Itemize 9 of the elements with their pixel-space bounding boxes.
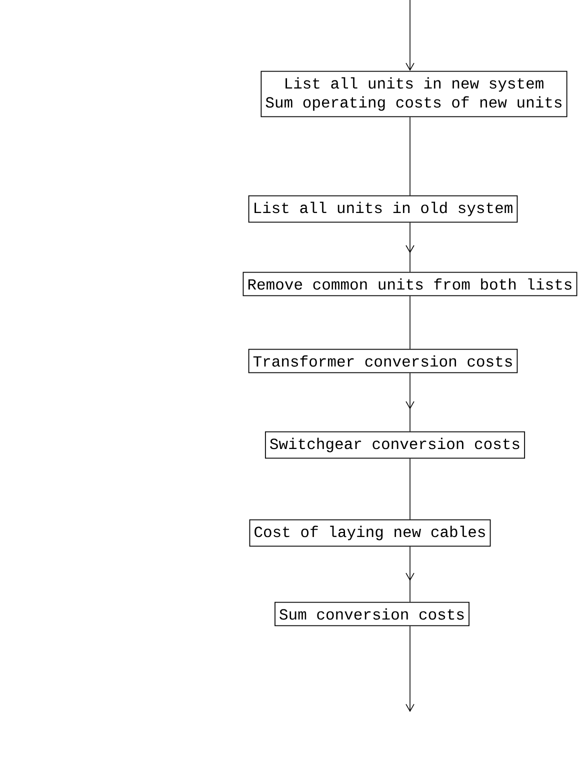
- process-box: Switchgear conversion costs: [264, 431, 526, 459]
- process-box: Sum conversion costs: [274, 602, 470, 626]
- arrow: [406, 0, 414, 71]
- arrow: [406, 626, 414, 712]
- process-box: List all units in old system: [248, 195, 518, 223]
- process-box: Remove common units from both lists: [242, 272, 578, 296]
- process-box: List all units in new system Sum operating costs of new units: [260, 70, 568, 118]
- process-box: Transformer conversion costs: [248, 348, 518, 374]
- process-box: Cost of laying new cables: [249, 519, 491, 547]
